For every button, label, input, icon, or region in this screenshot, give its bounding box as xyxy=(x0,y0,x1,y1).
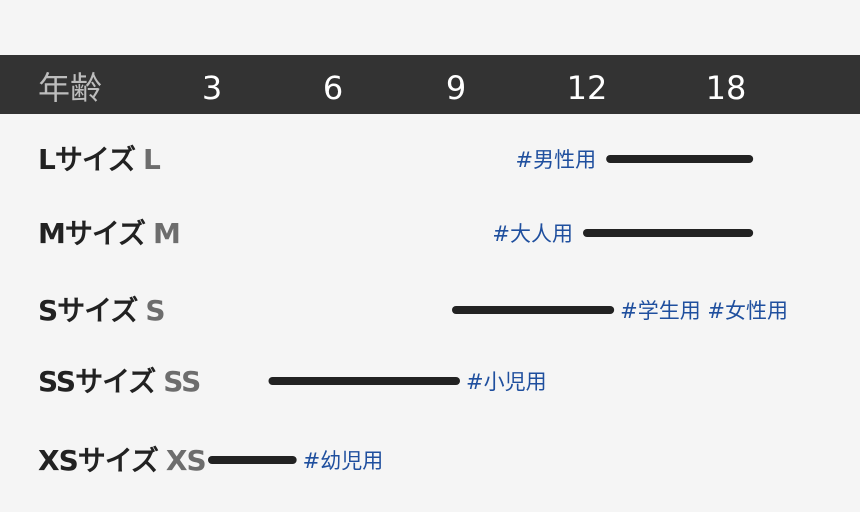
usage-tag: #学生用 #女性用 xyxy=(620,299,788,323)
usage-tag: #男性用 xyxy=(516,148,597,172)
usage-tag: #幼児用 xyxy=(303,449,384,473)
age-tick-label: 12 xyxy=(567,69,608,107)
usage-tag: #大人用 xyxy=(492,222,573,246)
age-ticks: 3 6 9 12 18 xyxy=(202,69,747,107)
age-tick-label: 3 xyxy=(202,69,222,107)
age-axis-label: 年齢 xyxy=(38,69,102,107)
age-header-bar xyxy=(0,55,860,114)
age-tick-label: 18 xyxy=(706,69,747,107)
usage-tag: #小児用 xyxy=(466,370,547,394)
age-tick-label: 6 xyxy=(323,69,343,107)
age-tick-label: 9 xyxy=(446,69,466,107)
